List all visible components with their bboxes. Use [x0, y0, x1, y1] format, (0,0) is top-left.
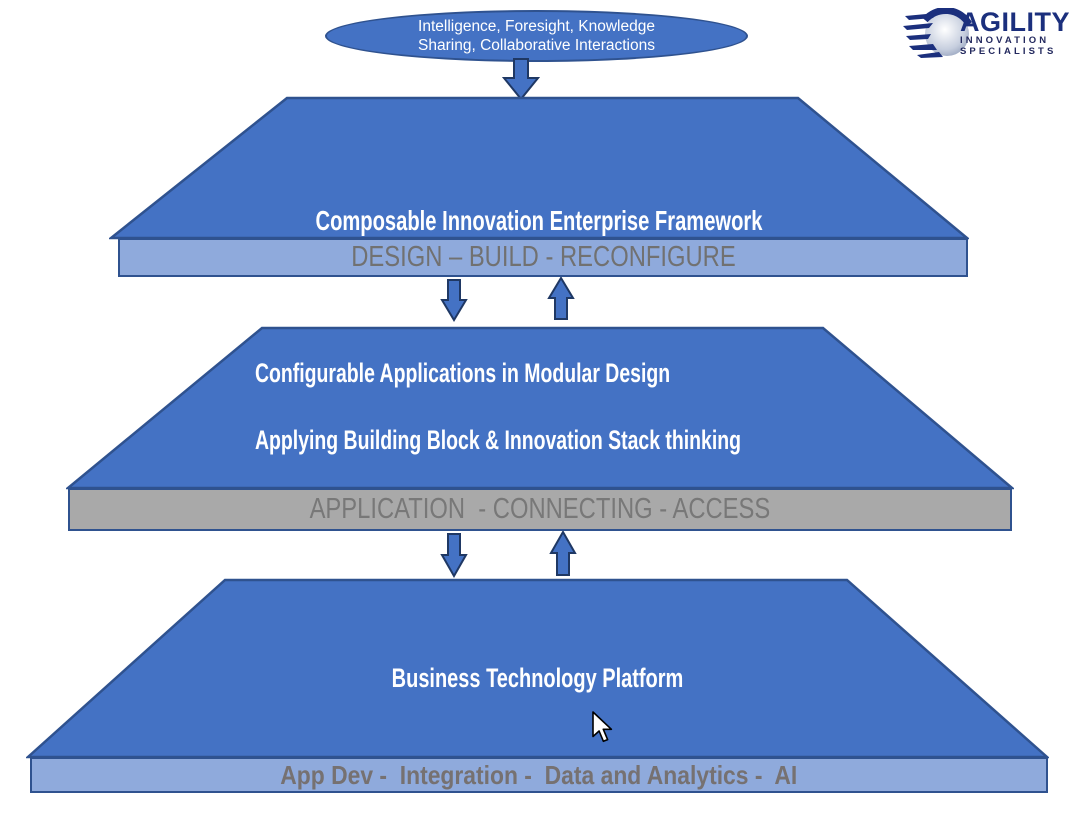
mouse-cursor-icon	[592, 711, 613, 743]
intelligence-ellipse: Intelligence, Foresight, Knowledge Shari…	[325, 10, 748, 62]
arrow-down-top-icon	[502, 58, 540, 101]
tier2-trapezoid	[66, 326, 1014, 490]
arrow-down-mid2-icon	[440, 533, 468, 578]
tier2-line-1: Configurable Applications in Modular Des…	[255, 358, 671, 388]
tier3-bar: App Dev - Integration - Data and Analyti…	[30, 757, 1048, 793]
tier1-bar: DESIGN – BUILD - RECONFIGURE	[118, 238, 968, 277]
logo-subtitle-specialists: SPECIALISTS	[960, 46, 1057, 57]
tier2-bar-label: APPLICATION - CONNECTING - ACCESS	[309, 493, 771, 525]
logo-wordmark: AGILITY	[960, 7, 1070, 37]
ellipse-line-2: Sharing, Collaborative Interactions	[418, 37, 655, 54]
ellipse-line-1: Intelligence, Foresight, Knowledge	[418, 18, 655, 35]
tier3-bar-label: App Dev - Integration - Data and Analyti…	[280, 759, 798, 790]
arrow-down-mid1-icon	[440, 279, 468, 322]
arrow-up-mid2-icon	[549, 531, 577, 576]
logo-subtitle-innovation: INNOVATION	[960, 35, 1050, 46]
comet-flame-icon	[903, 8, 973, 58]
tier2-line-2: Applying Building Block & Innovation Sta…	[255, 425, 742, 455]
arrow-up-mid1-icon	[547, 277, 575, 320]
tier1-bar-label: DESIGN – BUILD - RECONFIGURE	[350, 241, 736, 273]
tier2-bar: APPLICATION - CONNECTING - ACCESS	[68, 488, 1012, 531]
logo-text: AGILITY INNOVATION SPECIALISTS	[960, 7, 1070, 58]
tier1-line-1: Composable Innovation Enterprise Framewo…	[315, 205, 763, 236]
tier3-line-1: Business Technology Platform	[391, 663, 684, 693]
agility-logo: AGILITY INNOVATION SPECIALISTS	[903, 6, 1079, 62]
